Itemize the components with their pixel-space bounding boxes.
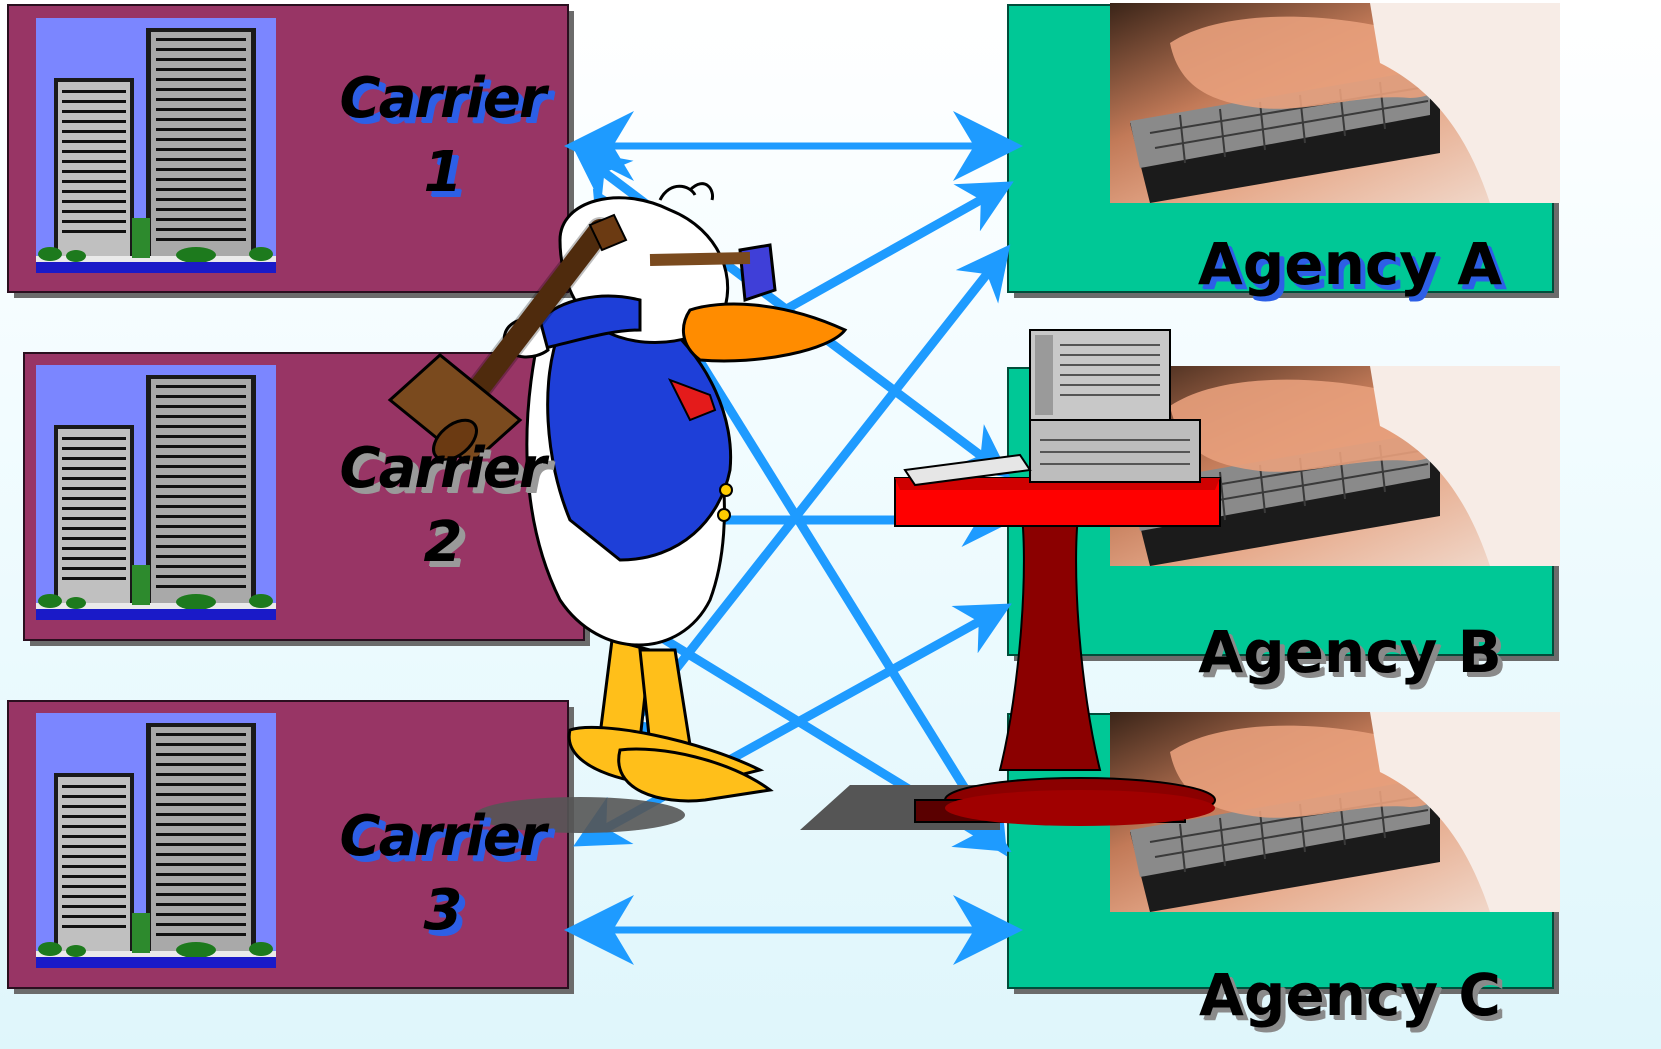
- arrow-carrier3-agencyB: [573, 603, 1012, 847]
- carrier-3-name: Carrier: [339, 804, 547, 869]
- carrier-1-label: Carrier 1: [312, 62, 572, 210]
- carrier-2-name: Carrier: [339, 436, 547, 501]
- carrier-1-name: Carrier: [339, 66, 547, 131]
- typing-hands-photo: [1109, 2, 1561, 204]
- carrier-2-number: 2: [423, 510, 463, 575]
- agency-b-label: Agency B: [1198, 618, 1502, 686]
- agency-box-a: [1007, 2, 1561, 298]
- duck-with-mallet-clipart: [387, 182, 848, 833]
- office-building-icon: [36, 18, 276, 273]
- carrier-box-3: [7, 700, 574, 994]
- carrier-1-number: 1: [423, 140, 463, 205]
- office-building-icon: [36, 713, 276, 968]
- agency-a-label: Agency A: [1197, 230, 1503, 298]
- carrier-3-label: Carrier 3: [312, 800, 572, 948]
- carrier-box-1: [7, 4, 574, 298]
- carrier-2-label: Carrier 2: [312, 432, 572, 580]
- computer-on-table-clipart: [800, 329, 1221, 830]
- office-building-icon: [36, 365, 276, 620]
- agency-c-label: Agency C: [1199, 961, 1501, 1029]
- carrier-3-number: 3: [423, 878, 463, 943]
- agency-box-c: [1007, 711, 1561, 994]
